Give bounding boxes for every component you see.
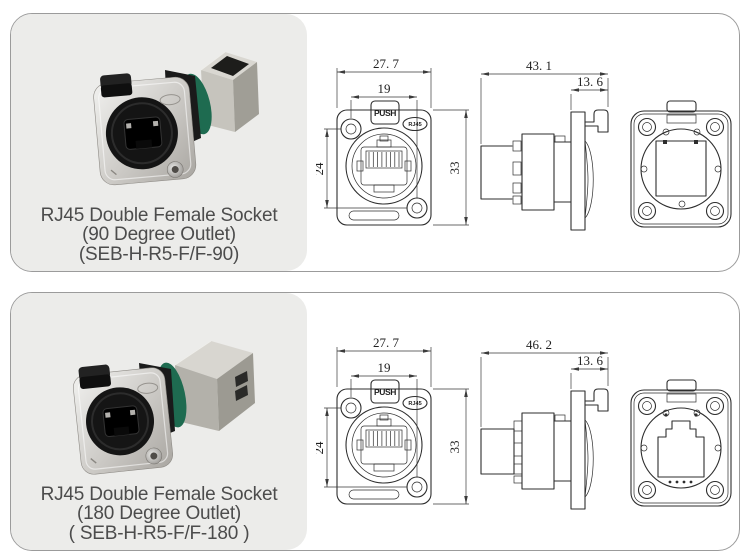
rear-view-drawing-180 [630, 379, 732, 507]
product-photo-card-90: RJ45 Double Female Socket (90 Degree Out… [11, 14, 307, 271]
mounting-hole-top-left [340, 118, 362, 140]
product-photo-card-180: RJ45 Double Female Socket (180 Degree Ou… [11, 293, 307, 550]
rj45-engraving-oval [137, 382, 159, 394]
svg-text:27. 7: 27. 7 [373, 335, 400, 350]
dimension-24: 24 [316, 407, 407, 488]
caption-line-3: ( SEB-H-R5-F/F-180 ) [68, 522, 250, 544]
panel-180-degree: RJ45 Double Female Socket (180 Degree Ou… [10, 292, 740, 551]
rear-center-opening [655, 140, 707, 197]
push-label: PUSH [374, 387, 396, 397]
rear-rj45-cutout [657, 413, 705, 484]
svg-text:27. 7: 27. 7 [373, 56, 400, 71]
product-photo-180-degree [73, 340, 255, 475]
rear-view-drawing-90 [630, 100, 732, 228]
caption-line-2: (180 Degree Outlet) [76, 503, 242, 524]
rear-corner-holes [637, 117, 725, 221]
rear-plate [630, 100, 732, 228]
dimension-24: 24 [316, 128, 407, 209]
bottom-slot [348, 210, 400, 221]
rj45-jack [356, 135, 412, 193]
dimension-flange-depth: 13. 6 [570, 74, 608, 110]
mounting-hole-bottom-right [406, 197, 428, 219]
caption-line-2: (90 Degree Outlet) [82, 224, 236, 245]
caption-line-1: RJ45 Double Female Socket [40, 483, 278, 505]
silver-flange [73, 364, 173, 475]
rj45-label: RJ45 [408, 122, 421, 128]
front-view-drawing-180: PUSH RJ45 [316, 335, 469, 505]
caption-line-1: RJ45 Double Female Socket [40, 204, 278, 226]
side-view-drawing-180: 46. 2 13. 6 [480, 337, 609, 510]
rj45-jack [356, 414, 412, 472]
rear-corner-holes [637, 396, 725, 500]
svg-text:33: 33 [447, 162, 462, 175]
svg-text:13. 6: 13. 6 [577, 353, 604, 368]
dimension-total-depth: 43. 1 [480, 58, 609, 144]
flange-front: PUSH RJ45 [336, 100, 432, 226]
push-latch [100, 73, 133, 98]
svg-text:13. 6: 13. 6 [577, 74, 604, 89]
side-profile [480, 109, 609, 231]
bottom-slot [348, 489, 400, 500]
caption-90: RJ45 Double Female Socket (90 Degree Out… [11, 204, 307, 265]
dimension-33: 33 [433, 109, 469, 226]
rj45-label: RJ45 [408, 401, 421, 407]
dimension-19: 19 [350, 81, 418, 198]
svg-text:43. 1: 43. 1 [526, 58, 552, 73]
dimension-total-depth: 46. 2 [480, 337, 609, 427]
svg-text:19: 19 [378, 360, 391, 375]
caption-line-3: (SEB-H-R5-F/F-90) [78, 243, 240, 265]
svg-text:46. 2: 46. 2 [526, 337, 552, 352]
product-photo-90-degree [93, 51, 259, 186]
metal-rj45-block [174, 340, 255, 431]
dimension-flange-depth: 13. 6 [570, 353, 608, 389]
caption-180: RJ45 Double Female Socket (180 Degree Ou… [11, 483, 307, 544]
dimension-27-7: 27. 7 [336, 335, 432, 387]
screw-hole [166, 161, 184, 178]
mounting-hole-top-left [340, 397, 362, 419]
screw-hole [145, 447, 163, 465]
side-profile [480, 388, 609, 510]
dimension-27-7: 27. 7 [336, 56, 432, 108]
svg-text:19: 19 [378, 81, 391, 96]
rj45-engraving-oval [159, 94, 181, 106]
flange-front: PUSH RJ45 [336, 379, 432, 505]
push-label: PUSH [374, 108, 396, 118]
mounting-hole-bottom-right [406, 476, 428, 498]
side-view-drawing-90: 43. 1 13. 6 [480, 58, 609, 231]
svg-text:24: 24 [316, 441, 326, 455]
push-latch [78, 364, 111, 389]
panel-90-degree: RJ45 Double Female Socket (90 Degree Out… [10, 13, 740, 272]
dimension-33: 33 [433, 388, 469, 505]
rear-small-holes [640, 409, 722, 452]
rear-plate [630, 379, 732, 507]
silver-flange [93, 73, 197, 186]
front-view-drawing-90: PUSH RJ45 [316, 56, 469, 226]
svg-text:24: 24 [316, 162, 326, 176]
svg-text:33: 33 [447, 441, 462, 454]
dimension-19: 19 [350, 360, 418, 477]
rear-small-holes [640, 128, 722, 208]
